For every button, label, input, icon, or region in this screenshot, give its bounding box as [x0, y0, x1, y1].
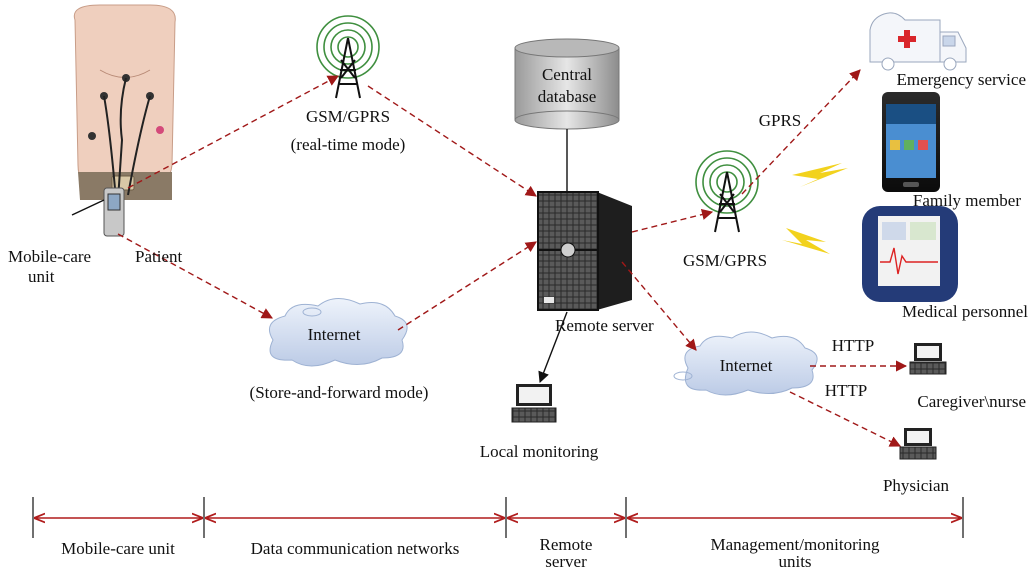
patient-label: Patient: [135, 247, 182, 266]
medical-personnel-label: Medical personnel: [902, 302, 1028, 321]
link-tower-to-server: [367, 85, 537, 197]
link-internet-to-physician: [789, 391, 902, 447]
internet-right-label: Internet: [720, 356, 773, 375]
section-label-mobile-care: Mobile-care unit: [61, 539, 175, 558]
link-server-to-internet: [621, 261, 697, 351]
physician-label: Physician: [883, 476, 950, 495]
link-group: [117, 69, 908, 447]
link-server-to-tower: [631, 209, 714, 233]
lightning-icon-upper: [792, 163, 848, 187]
http-label-1: HTTP: [832, 336, 875, 355]
gsm-tower-top-icon: [316, 15, 380, 99]
caregiver-nurse-label: Caregiver\nurse: [917, 392, 1026, 411]
caregiver-computer-icon: [909, 343, 947, 375]
section-label-networks: Data communication networks: [251, 539, 460, 558]
link-tower-to-ambulance: [741, 69, 861, 195]
ambulance-icon: [869, 12, 967, 71]
gprs-label: GPRS: [759, 111, 802, 130]
physician-computer-icon: [899, 428, 937, 460]
smartphone-icon: [882, 92, 940, 192]
central-database-label-line1: Central: [542, 65, 592, 84]
store-and-forward-label: (Store-and-forward mode): [250, 383, 429, 402]
remote-server-icon: [537, 191, 632, 311]
internet-cloud-right: [673, 331, 818, 396]
http-label-2: HTTP: [825, 381, 868, 400]
section-label-management-line2: units: [778, 552, 811, 571]
server-to-local-arrow: [538, 311, 568, 384]
emergency-service-label: Emergency service: [897, 70, 1026, 89]
section-label-remote-line2: server: [545, 552, 587, 571]
pda-device-icon: [862, 206, 958, 302]
link-internet-to-server: [397, 241, 537, 331]
remote-server-label: Remote server: [555, 316, 654, 335]
mobile-care-unit-label-line2: unit: [28, 267, 55, 286]
internet-left-label: Internet: [308, 325, 361, 344]
gsm-gprs-top-label: GSM/GPRS: [306, 107, 390, 126]
central-database-icon: [514, 38, 620, 130]
local-monitoring-computer-icon: [511, 384, 557, 423]
real-time-mode-label: (real-time mode): [291, 135, 406, 154]
central-database-label-line2: database: [538, 87, 597, 106]
section-bar: Mobile-care unit Data communication netw…: [32, 497, 964, 571]
patient-torso-illustration: [73, 4, 176, 201]
gsm-gprs-right-label: GSM/GPRS: [683, 251, 767, 270]
local-monitoring-label: Local monitoring: [480, 442, 599, 461]
mobile-care-device: [71, 187, 125, 237]
section-label-management-line1: Management/monitoring: [710, 535, 880, 554]
lightning-icon-lower: [782, 228, 830, 254]
mobile-care-unit-label-line1: Mobile-care: [8, 247, 91, 266]
family-member-label: Family member: [913, 191, 1021, 210]
section-label-remote-line1: Remote: [540, 535, 593, 554]
gsm-tower-right-icon: [695, 150, 759, 233]
